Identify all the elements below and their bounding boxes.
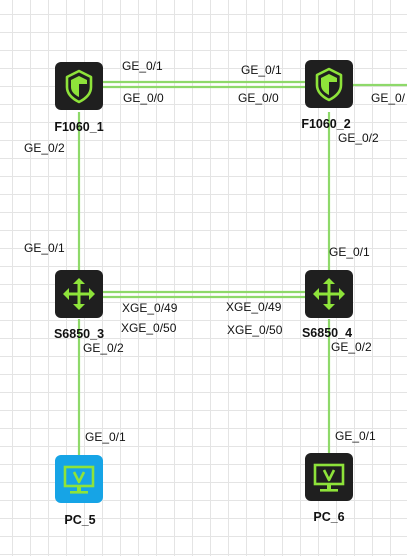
device-f1060-2[interactable]: F1060_2 (301, 60, 353, 131)
device-s6850-3[interactable]: S6850_3 (54, 270, 104, 341)
device-pc-5[interactable]: PC_5 (55, 455, 103, 527)
device-label[interactable]: S6850_3 (54, 327, 104, 341)
port-label: GE_0/1 (122, 59, 163, 73)
links-layer (77, 80, 407, 455)
port-label: GE_0/1 (335, 429, 376, 443)
port-label: XGE_0/49 (226, 300, 282, 314)
port-label: XGE_0/50 (121, 321, 177, 335)
port-label: GE_0/2 (83, 341, 124, 355)
device-label[interactable]: PC_6 (313, 510, 344, 524)
port-label: GE_0/1 (24, 241, 65, 255)
port-label: GE_0/0 (123, 91, 164, 105)
port-label: XGE_0/49 (122, 301, 178, 315)
port-label: GE_0/2 (24, 141, 65, 155)
port-labels: GE_0/1 GE_0/1 GE_0/0 GE_0/0 GE_0/ GE_0/2… (24, 59, 406, 444)
device-label[interactable]: S6850_4 (302, 326, 352, 340)
device-label[interactable]: PC_5 (64, 513, 95, 527)
device-s6850-4[interactable]: S6850_4 (302, 270, 353, 340)
port-label: GE_0/1 (329, 245, 370, 259)
port-label: GE_0/2 (331, 340, 372, 354)
device-label[interactable]: F1060_1 (54, 120, 103, 134)
device-tile[interactable] (305, 453, 353, 501)
device-f1060-1[interactable]: F1060_1 (54, 62, 104, 134)
port-label: GE_0/0 (238, 91, 279, 105)
port-label: GE_0/2 (338, 131, 379, 145)
port-label: XGE_0/50 (227, 323, 283, 337)
port-label: GE_0/1 (241, 63, 282, 77)
device-pc-6[interactable]: PC_6 (305, 453, 353, 524)
port-label: GE_0/ (371, 91, 406, 105)
port-label: GE_0/1 (85, 430, 126, 444)
device-label[interactable]: F1060_2 (301, 117, 350, 131)
device-tile-selected[interactable] (55, 455, 103, 503)
